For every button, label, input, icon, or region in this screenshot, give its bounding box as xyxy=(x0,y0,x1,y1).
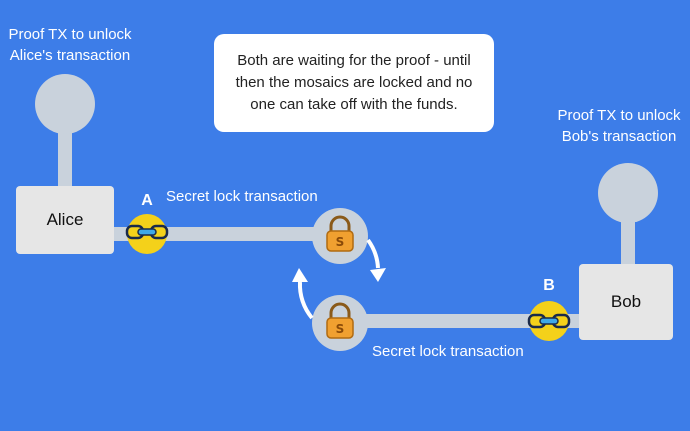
alice-proof-label-line1: Proof TX to unlock xyxy=(8,26,132,43)
arrow-down-head xyxy=(370,268,386,282)
bob-proof-node xyxy=(598,163,658,223)
chain-lock-a xyxy=(125,214,169,254)
waiting-callout: Both are waiting for the proof - until t… xyxy=(214,34,494,132)
callout-line1: Both are waiting for the proof - until xyxy=(237,52,471,69)
alice-proof-node xyxy=(35,74,95,134)
bob-node: Bob xyxy=(579,264,673,340)
svg-text:S: S xyxy=(336,235,345,249)
alice-proof-label: Proof TX to unlock Alice's transaction xyxy=(0,24,140,66)
lock-a-letter: A xyxy=(141,192,153,209)
padlock-top: S xyxy=(312,208,368,264)
bob-proof-label: Proof TX to unlock Bob's transaction xyxy=(548,105,690,147)
svg-text:S: S xyxy=(336,322,345,336)
chain-lock-b xyxy=(527,301,571,341)
callout-line3: one can take off with the funds. xyxy=(250,96,458,113)
callout-line2: then the mosaics are locked and no xyxy=(235,74,473,91)
alice-proof-label-line2: Alice's transaction xyxy=(9,47,131,64)
alice-lock-line xyxy=(114,227,340,241)
arrow-up-head xyxy=(292,268,308,282)
secret-lock-label-top: Secret lock transaction xyxy=(166,188,318,205)
lock-b-letter: B xyxy=(543,277,555,294)
bob-lock-line xyxy=(340,314,580,328)
alice-label: Alice xyxy=(46,210,84,229)
alice-node: Alice xyxy=(16,186,114,254)
padlock-bottom: S xyxy=(312,295,368,351)
cycle-arrows xyxy=(297,238,380,320)
bob-label: Bob xyxy=(610,292,642,311)
secret-lock-label-bottom: Secret lock transaction xyxy=(372,343,524,360)
bob-proof-label-line2: Bob's transaction xyxy=(561,128,677,145)
bob-proof-label-line1: Proof TX to unlock xyxy=(557,107,681,124)
